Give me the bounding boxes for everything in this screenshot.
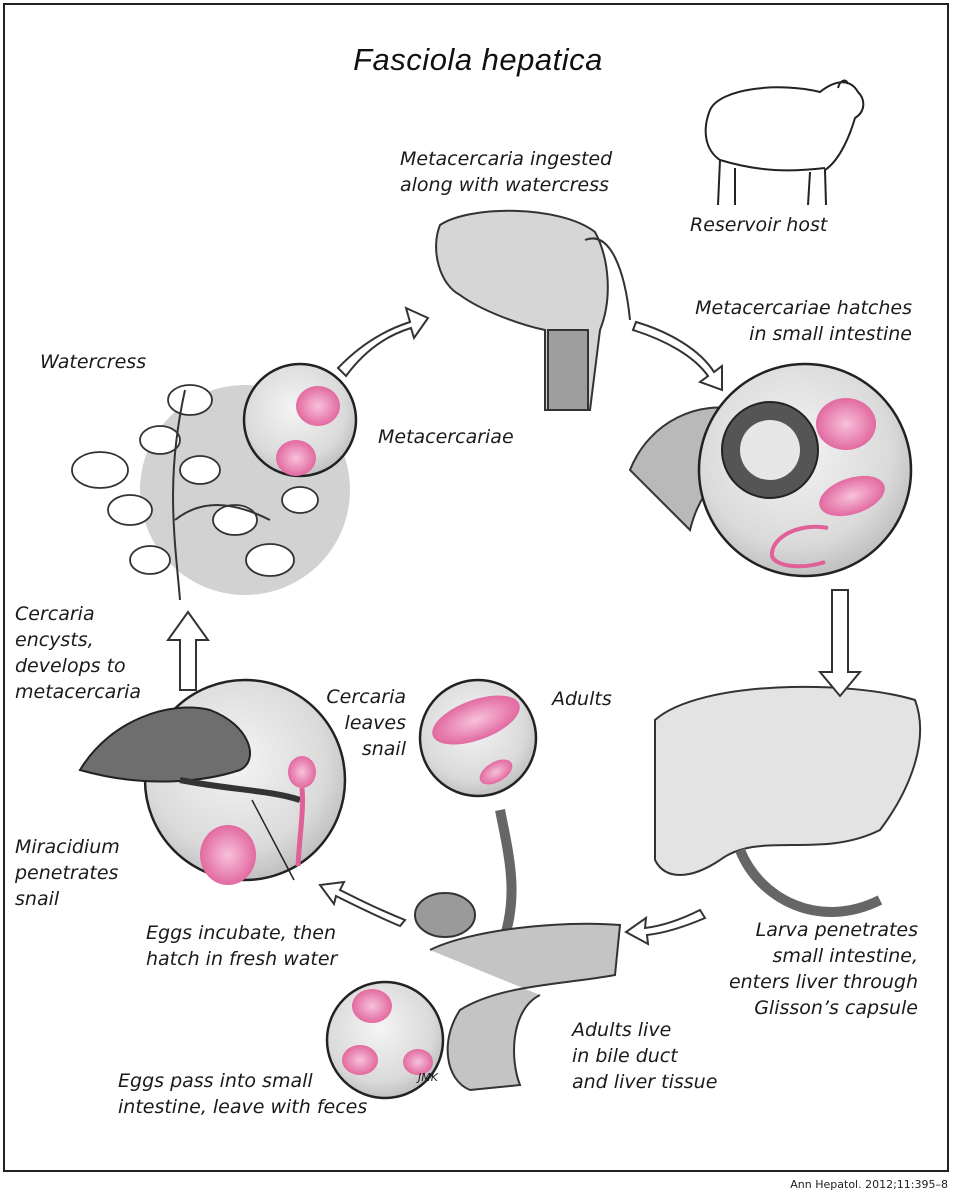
label-eggs-pass: Eggs pass into small intestine, leave wi… xyxy=(118,1070,368,1118)
arrow-to-intestine xyxy=(631,320,723,392)
arrow-to-snail xyxy=(318,880,407,928)
label-miracidium: Miracidium penetrates snail xyxy=(15,836,120,910)
label-metacercariae: Metacercariae xyxy=(378,426,514,448)
cycle-arrows xyxy=(166,306,863,946)
label-reservoir-host: Reservoir host xyxy=(690,214,828,236)
label-metacercaria-ingested: Metacercaria ingested along with watercr… xyxy=(400,148,613,196)
watercress-illustration xyxy=(71,362,358,601)
label-eggs-incubate: Eggs incubate, then hatch in fresh water xyxy=(146,922,338,970)
citation: Ann Hepatol. 2012;11:395–8 xyxy=(790,1178,948,1191)
adults-inset xyxy=(418,678,538,798)
label-watercress: Watercress xyxy=(40,351,147,373)
eggs-inset xyxy=(325,980,445,1100)
illustrator-signature: JMK xyxy=(418,1071,438,1084)
diagram-frame xyxy=(3,3,949,1172)
label-adults: Adults xyxy=(552,688,612,710)
arrow-to-host xyxy=(336,306,430,378)
label-larva-penetrates: Larva penetrates small intestine, enters… xyxy=(728,919,918,1019)
arrow-to-liver xyxy=(817,589,863,698)
snail-illustration xyxy=(78,678,347,885)
label-cercaria-encysts: Cercaria encysts, develops to metacercar… xyxy=(15,603,142,703)
label-cercaria-leaves: Cercaria leaves snail xyxy=(326,686,406,760)
arrow-to-watercress xyxy=(166,610,210,691)
diagram-title: Fasciola hepatica xyxy=(353,42,603,77)
sheep-illustration xyxy=(704,79,865,206)
label-adults-live: Adults live in bile duct and liver tissu… xyxy=(572,1019,718,1093)
arrow-to-bile-duct xyxy=(624,908,707,946)
liver-illustration xyxy=(654,685,922,917)
head-cross-section xyxy=(435,209,631,411)
label-metacercariae-hatches: Metacercariae hatches in small intestine xyxy=(695,297,912,345)
bile-duct-illustration xyxy=(414,809,622,1092)
intestine-illustration xyxy=(628,362,913,578)
